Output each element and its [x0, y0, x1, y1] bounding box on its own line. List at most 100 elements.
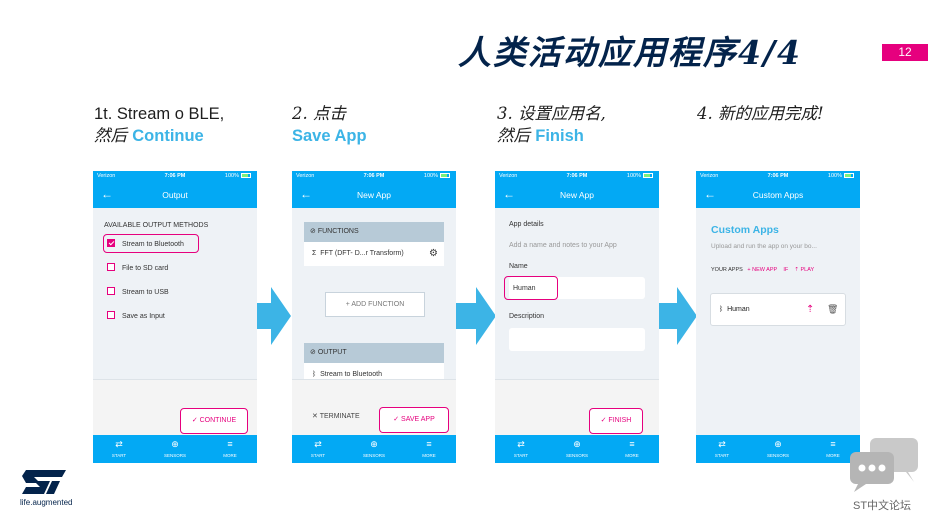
- phone-new-app-screen: Verizon 7:06 PM 100% ← New App ⊘ FUNCTIO…: [292, 171, 456, 463]
- checkbox-icon[interactable]: [107, 287, 115, 295]
- arrow-right-icon: [655, 287, 697, 345]
- finish-button[interactable]: ✓ FINISH: [589, 408, 643, 434]
- tab-bar: ⇄START ⊕SENSORS ≡MORE: [495, 435, 659, 463]
- back-arrow-icon[interactable]: ←: [503, 187, 515, 201]
- menu-icon: ≡: [830, 439, 836, 449]
- chip-icon: ⊕: [573, 439, 581, 449]
- chat-bubble-icon: [850, 438, 918, 492]
- step-1-line1: 1t. Stream o BLE,: [94, 105, 225, 123]
- if-link[interactable]: IF: [783, 267, 789, 273]
- name-label: Name: [509, 263, 528, 270]
- swap-icon: ⇄: [115, 439, 123, 449]
- custom-apps-subtitle: Upload and run the app on your bo...: [711, 243, 817, 250]
- close-icon: ✕: [312, 413, 318, 420]
- status-bar: Verizon 7:06 PM 100%: [696, 171, 860, 182]
- upload-icon: ⇡: [794, 267, 799, 273]
- status-bar: Verizon 7:06 PM 100%: [93, 171, 257, 182]
- app-details-hint: Add a name and notes to your App: [509, 242, 617, 249]
- tab-more[interactable]: ≡MORE: [813, 439, 853, 458]
- status-time: 7:06 PM: [164, 173, 186, 179]
- nav-header: ← New App: [292, 182, 456, 208]
- chip-icon: ⊕: [171, 439, 179, 449]
- back-arrow-icon[interactable]: ←: [101, 187, 113, 201]
- tab-sensors[interactable]: ⊕SENSORS: [155, 439, 195, 458]
- tab-start[interactable]: ⇄START: [298, 439, 338, 458]
- description-label: Description: [509, 313, 545, 320]
- name-field[interactable]: [509, 277, 645, 299]
- step-1-prefix: 然后: [94, 126, 133, 145]
- tab-sensors[interactable]: ⊕SENSORS: [354, 439, 394, 458]
- forum-label: ST中文论坛: [853, 500, 912, 512]
- app-details-label: App details: [509, 221, 544, 228]
- tab-sensors[interactable]: ⊕SENSORS: [758, 439, 798, 458]
- swap-icon: ⇄: [718, 439, 726, 449]
- chip-icon: ⊕: [774, 439, 782, 449]
- option-save-input[interactable]: Save as Input: [107, 311, 165, 320]
- section-label: AVAILABLE OUTPUT METHODS: [104, 222, 209, 229]
- bluetooth-icon: ᛒ: [312, 371, 317, 378]
- step-1-caption: 1t. Stream o BLE, 然后 Continue: [94, 103, 224, 147]
- step-3-prefix: 然后: [497, 126, 536, 145]
- option-file-sd[interactable]: File to SD card: [107, 263, 168, 272]
- screen-title: New App: [356, 190, 392, 200]
- tab-more[interactable]: ≡MORE: [210, 439, 250, 458]
- nav-header: ← Output: [93, 182, 257, 208]
- tab-more[interactable]: ≡MORE: [612, 439, 652, 458]
- tab-start[interactable]: ⇄START: [501, 439, 541, 458]
- check-circle-icon: ⊘: [310, 349, 316, 356]
- output-header: ⊘ OUTPUT: [304, 343, 444, 363]
- tab-start[interactable]: ⇄START: [702, 439, 742, 458]
- custom-apps-heading: Custom Apps: [711, 224, 779, 236]
- tab-bar: ⇄START ⊕SENSORS ≡MORE: [696, 435, 860, 463]
- step-4-caption: 4. 新的应用完成!: [697, 103, 824, 125]
- phone-custom-apps-screen: Verizon 7:06 PM 100% ← Custom Apps Custo…: [696, 171, 860, 463]
- save-app-button[interactable]: ✓ SAVE APP: [379, 407, 449, 433]
- add-function-button[interactable]: + ADD FUNCTION: [325, 292, 425, 317]
- tab-bar: ⇄START ⊕SENSORS ≡MORE: [292, 435, 456, 463]
- app-card-human[interactable]: ᛒ Human ⇡ 🗑: [710, 293, 846, 326]
- step-2-accent: Save App: [292, 127, 367, 145]
- terminate-button[interactable]: ✕ TERMINATE: [312, 413, 360, 420]
- screen-title: Custom Apps: [752, 190, 804, 200]
- tab-bar: ⇄START ⊕SENSORS ≡MORE: [93, 435, 257, 463]
- continue-button[interactable]: ✓ CONTINUE: [180, 408, 248, 434]
- tab-start[interactable]: ⇄START: [99, 439, 139, 458]
- step-3-line1: 3. 设置应用名,: [497, 104, 606, 123]
- check-circle-icon: ⊘: [310, 228, 316, 235]
- step-4-line1: 4. 新的应用完成!: [697, 104, 824, 123]
- name-value: Human: [513, 285, 536, 292]
- step-2-line1: 2. 点击: [292, 104, 346, 123]
- option-stream-usb[interactable]: Stream to USB: [107, 287, 169, 296]
- battery-indicator: 100%: [225, 173, 251, 179]
- back-arrow-icon[interactable]: ←: [300, 187, 312, 201]
- tab-more[interactable]: ≡MORE: [409, 439, 449, 458]
- checkbox-icon[interactable]: [107, 263, 115, 271]
- trash-icon[interactable]: 🗑: [827, 304, 839, 314]
- step-3-caption: 3. 设置应用名, 然后 Finish: [497, 103, 606, 147]
- upload-icon[interactable]: ⇡: [806, 304, 815, 315]
- functions-header: ⊘ FUNCTIONS: [304, 222, 444, 242]
- bluetooth-icon: ᛒ: [719, 306, 724, 313]
- phone-output-screen: Verizon 7:06 PM 100% ← Output AVAILABLE …: [93, 171, 257, 463]
- function-item[interactable]: Σ FFT (DFT- D...r Transform)⚙: [304, 242, 444, 266]
- option-stream-bluetooth[interactable]: Stream to Bluetooth: [107, 239, 184, 248]
- status-bar: Verizon 7:06 PM 100%: [495, 171, 659, 182]
- apps-toolbar: YOUR APPS + NEW APP IF ⇡ PLAY: [711, 267, 814, 273]
- gear-icon[interactable]: ⚙: [429, 248, 438, 259]
- checkbox-icon[interactable]: [107, 311, 115, 319]
- checkbox-checked-icon[interactable]: [107, 239, 115, 247]
- tab-sensors[interactable]: ⊕SENSORS: [557, 439, 597, 458]
- description-field[interactable]: [509, 328, 645, 351]
- back-arrow-icon[interactable]: ←: [704, 187, 716, 201]
- arrow-right-icon: [249, 287, 291, 345]
- sigma-icon: Σ: [312, 250, 317, 257]
- page-number: 12: [882, 44, 928, 61]
- play-link[interactable]: ⇡ PLAY: [794, 267, 815, 273]
- st-logo-icon: [22, 470, 66, 494]
- new-app-link[interactable]: + NEW APP: [747, 267, 778, 273]
- your-apps-label: YOUR APPS: [711, 267, 743, 273]
- nav-header: ← Custom Apps: [696, 182, 860, 208]
- menu-icon: ≡: [227, 439, 233, 449]
- screen-title: New App: [559, 190, 595, 200]
- menu-icon: ≡: [629, 439, 635, 449]
